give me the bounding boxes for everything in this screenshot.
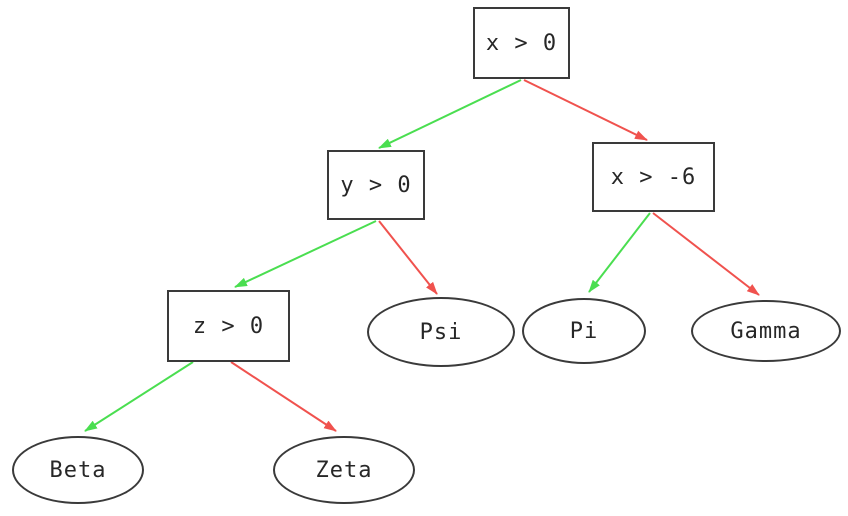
- leaf-node-pi: Pi: [522, 298, 646, 364]
- node-label-beta: Beta: [49, 457, 107, 483]
- node-label-zeta: Zeta: [315, 457, 373, 483]
- leaf-node-zeta: Zeta: [273, 436, 415, 504]
- edge-x-gt-0-to-y-gt-0-true: [378, 79, 522, 149]
- condition-node-x-gt-0: x > 0: [473, 7, 570, 79]
- leaf-node-psi: Psi: [367, 297, 515, 367]
- node-label-z-gt-0: z > 0: [192, 313, 265, 339]
- edge-x-gt-neg6-to-pi-true: [588, 212, 651, 293]
- leaf-node-gamma: Gamma: [691, 300, 841, 362]
- node-label-pi: Pi: [569, 318, 599, 344]
- node-label-x-gt-neg6: x > -6: [610, 164, 697, 190]
- edge-y-gt-0-to-psi-false: [378, 220, 438, 295]
- condition-node-y-gt-0: y > 0: [327, 150, 425, 220]
- condition-node-z-gt-0: z > 0: [167, 290, 290, 362]
- edge-z-gt-0-to-zeta-false: [230, 361, 337, 432]
- node-label-x-gt-0: x > 0: [485, 30, 558, 56]
- edge-x-gt-0-to-x-gt-neg6-false: [523, 79, 648, 141]
- leaf-node-beta: Beta: [12, 436, 144, 504]
- edge-x-gt-neg6-to-gamma-false: [652, 212, 760, 296]
- node-label-gamma: Gamma: [730, 318, 802, 344]
- node-label-y-gt-0: y > 0: [340, 172, 412, 198]
- edge-y-gt-0-to-z-gt-0-true: [234, 220, 377, 288]
- edge-z-gt-0-to-beta-true: [84, 361, 194, 432]
- condition-node-x-gt-neg6: x > -6: [592, 142, 715, 212]
- node-label-psi: Psi: [419, 319, 463, 345]
